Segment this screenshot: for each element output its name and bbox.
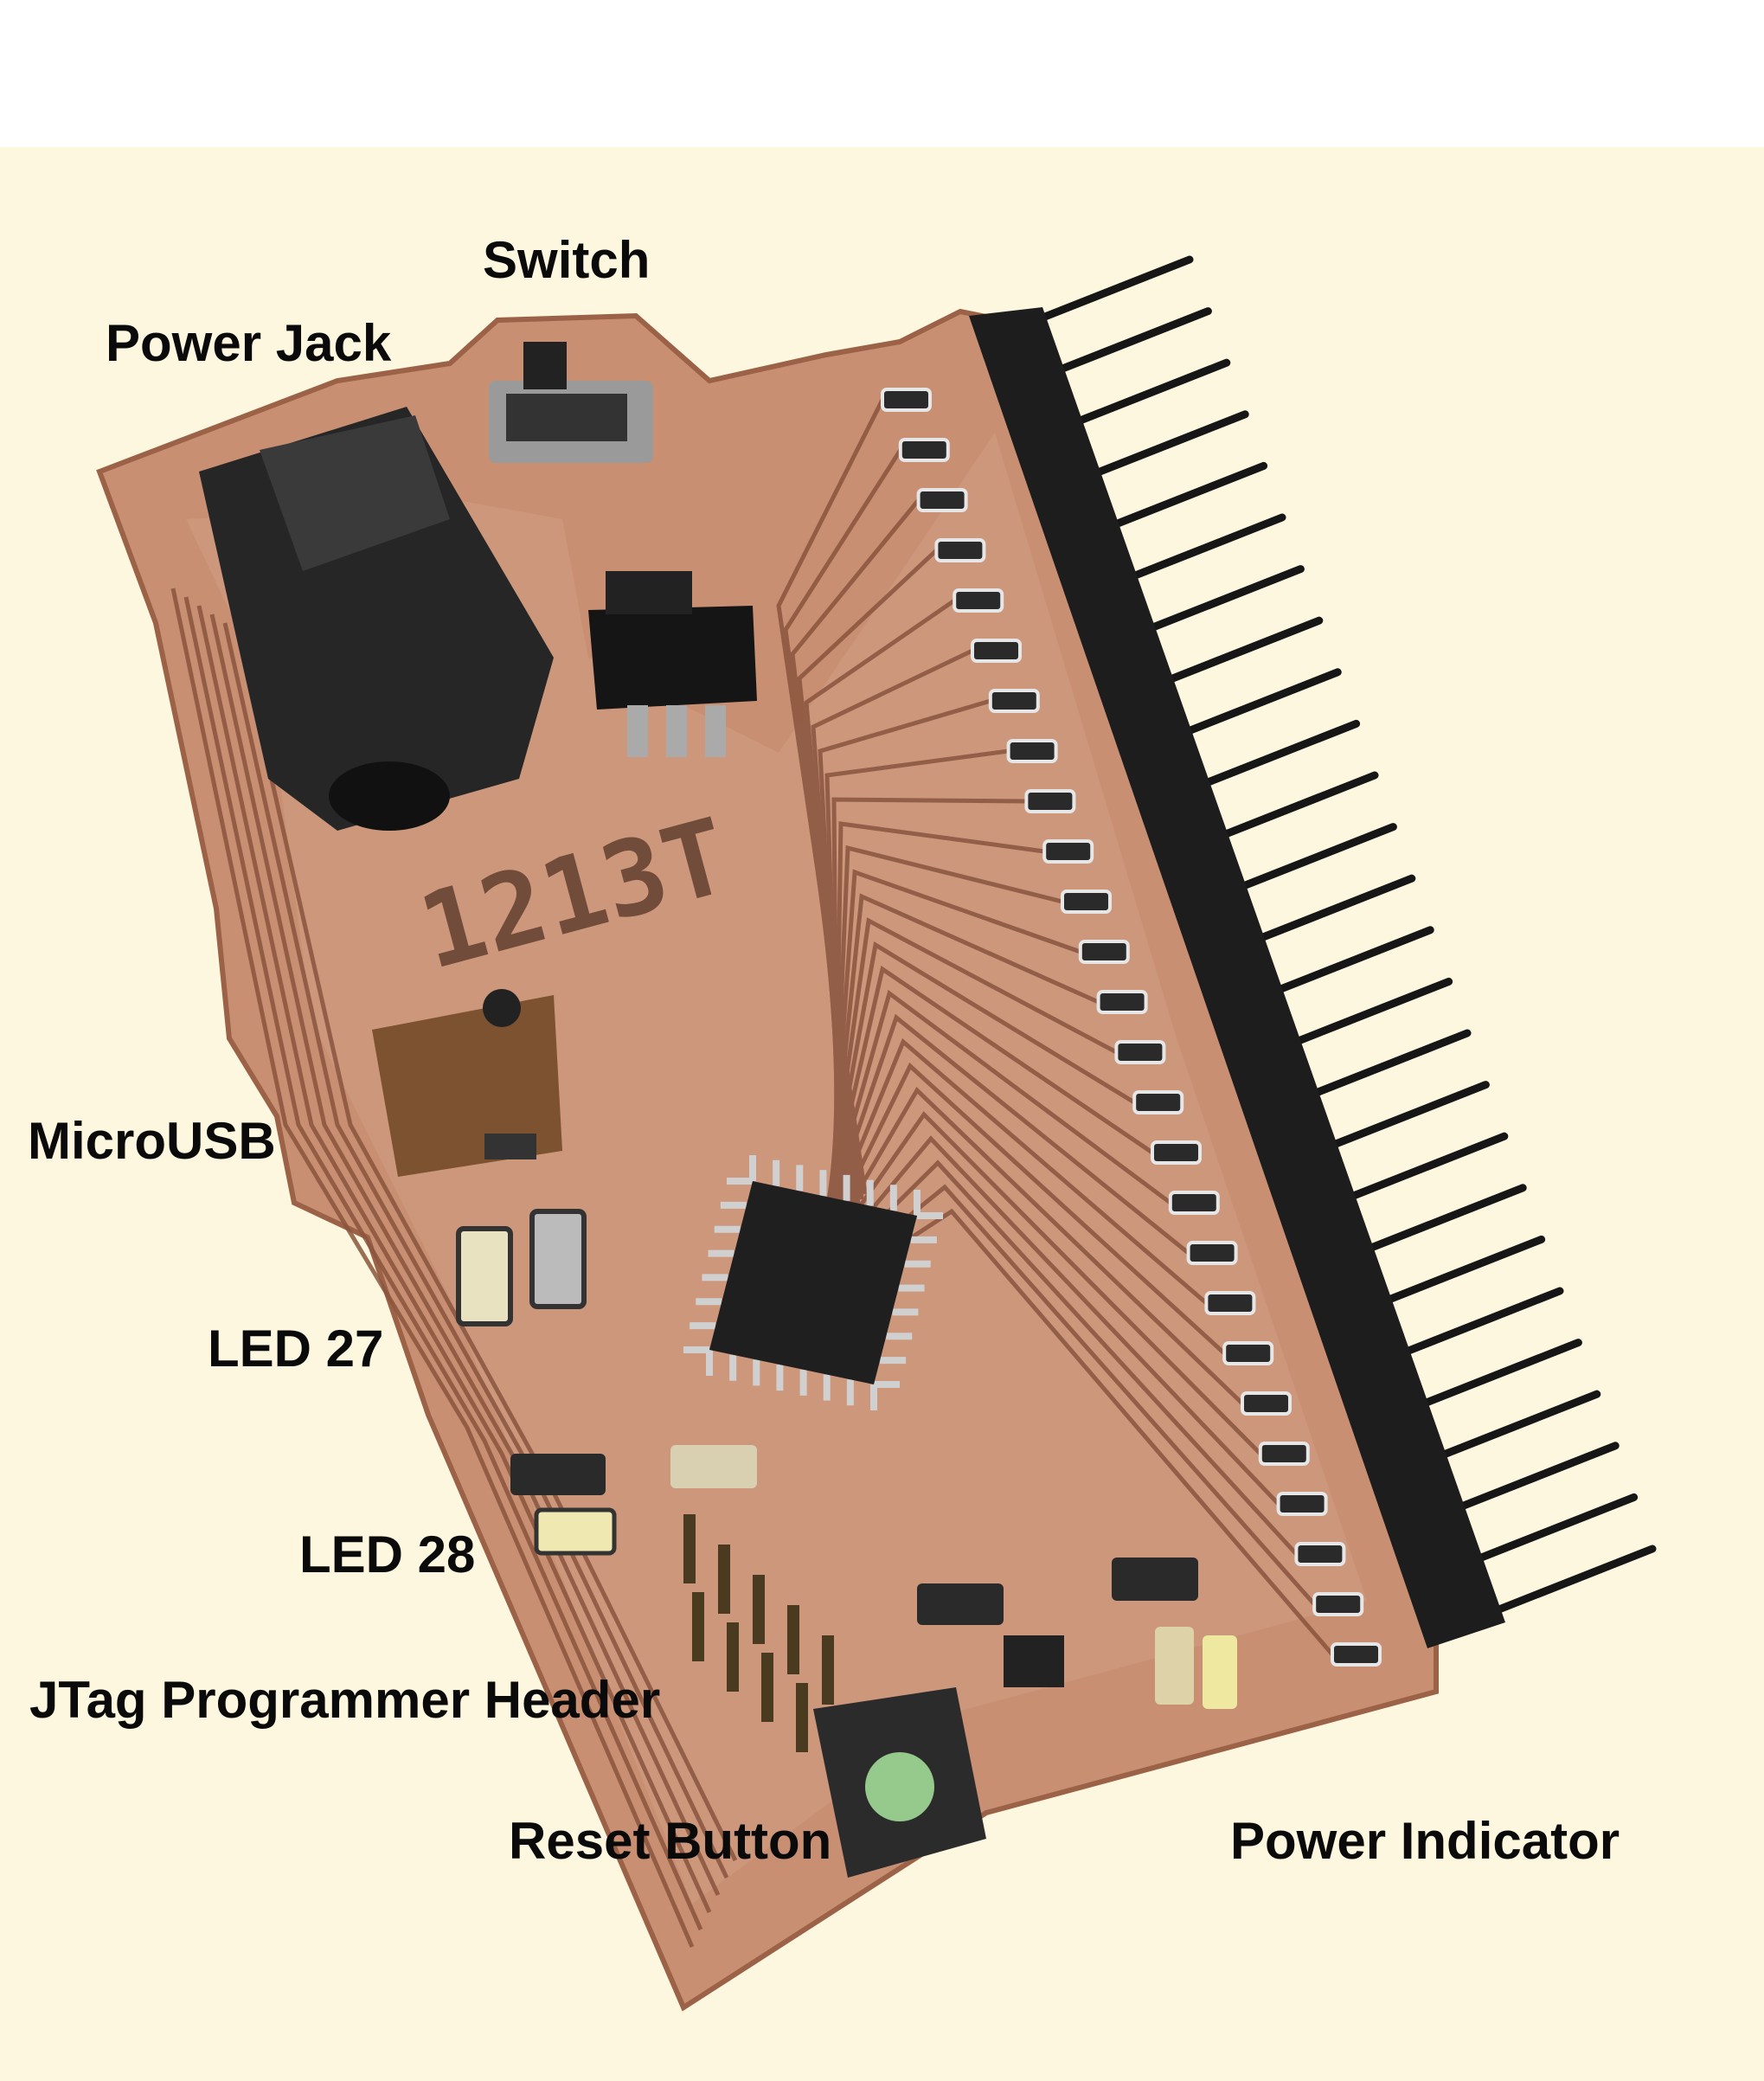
header-pin [1169,668,1342,742]
header-pad [1258,1442,1310,1466]
jtag-pin [727,1622,739,1692]
header-pad [1186,1241,1238,1265]
header-pin [1280,977,1453,1050]
power-jack [199,407,554,831]
label-power-jack: Power Jack [106,314,392,372]
pin-header-strip [969,307,1505,1648]
header-pad [1241,1391,1292,1416]
header-pin [1373,1235,1546,1308]
header-pin [1095,461,1268,535]
jtag-pin [796,1683,808,1752]
header-pad [1168,1191,1220,1215]
header-pad [1024,789,1076,813]
header-pin [1261,926,1434,999]
header-pad [1096,990,1148,1014]
header-pin [1039,307,1212,381]
header-pad [1204,1291,1256,1315]
header-pad [1132,1090,1184,1114]
header-pads [881,388,1382,1667]
header-pad [881,388,932,412]
header-pad [1222,1341,1274,1365]
header-pad [1114,1040,1166,1064]
pcb-trace [222,622,729,1879]
label-jtag-header: JTag Programmer Header [29,1671,661,1729]
header-pad [1078,940,1130,964]
header-pad [1061,890,1112,914]
header-pin [1132,565,1305,639]
reset-button-component [813,1687,986,1878]
pcb-trace [814,941,1136,1268]
header-pad [1294,1542,1346,1566]
header-pin [1188,719,1361,793]
header-pin [1151,616,1324,690]
header-pin [1243,874,1416,947]
header-pad [934,538,986,562]
header-pad [1151,1140,1202,1165]
pcb-trace [804,1013,1190,1283]
microcontroller-chip [683,1155,943,1410]
header-pin [1206,771,1379,845]
jtag-pin [822,1635,834,1705]
label-reset-button: Reset Button [509,1812,832,1870]
header-pad [971,639,1022,663]
led-27-component [456,1209,587,1326]
jtag-pin [753,1575,765,1644]
jtag-pin [787,1605,799,1674]
header-pad [1312,1592,1364,1616]
header-pin [1391,1287,1564,1360]
top-band [0,0,1764,147]
header-pin [1224,823,1397,896]
led-28-component [510,1445,757,1556]
pcb-trace [196,605,712,1914]
header-pin [1354,1184,1527,1257]
header-pad [988,689,1040,713]
header-pin [1299,1029,1472,1102]
label-switch: Switch [483,231,651,289]
pcb-trace [209,613,721,1897]
header-pad [916,488,968,512]
header-pin [1317,1081,1490,1154]
microusb-connector [372,989,562,1177]
header-pin [1428,1390,1601,1463]
header-pad [898,438,950,462]
header-pad [953,588,1004,613]
slide-switch [489,342,653,463]
header-pin [1058,358,1231,432]
pcb-trace [235,631,738,1862]
header-pin [1113,513,1286,587]
header-pin [1409,1339,1582,1412]
header-pin [1336,1132,1509,1205]
pcb-trace [811,965,1154,1273]
header-pin [1076,410,1249,484]
jtag-pin [692,1592,704,1661]
header-pad [1006,739,1058,763]
header-pin [1446,1442,1620,1515]
jtag-pin [761,1653,773,1722]
header-pad [1276,1492,1328,1516]
power-indicator-component [917,1558,1237,1709]
header-pin [1021,255,1194,329]
label-power-indicator: Power Indicator [1230,1812,1620,1870]
jtag-pin [718,1545,730,1614]
pcb-traces [170,398,1334,1948]
pcb-trace [807,989,1172,1278]
header-pad [1042,839,1094,864]
label-led-27: LED 27 [208,1320,384,1378]
label-led-28: LED 28 [299,1525,476,1583]
label-microusb: MicroUSB [28,1112,276,1170]
header-pad [1331,1642,1382,1667]
pcb-trace [183,596,703,1931]
header-pin [1466,1493,1639,1566]
jtag-pin [683,1514,696,1583]
header-pins [1021,255,1657,1618]
header-pin [1484,1545,1657,1618]
pcb-trace [170,588,695,1948]
voltage-regulator [588,571,757,757]
